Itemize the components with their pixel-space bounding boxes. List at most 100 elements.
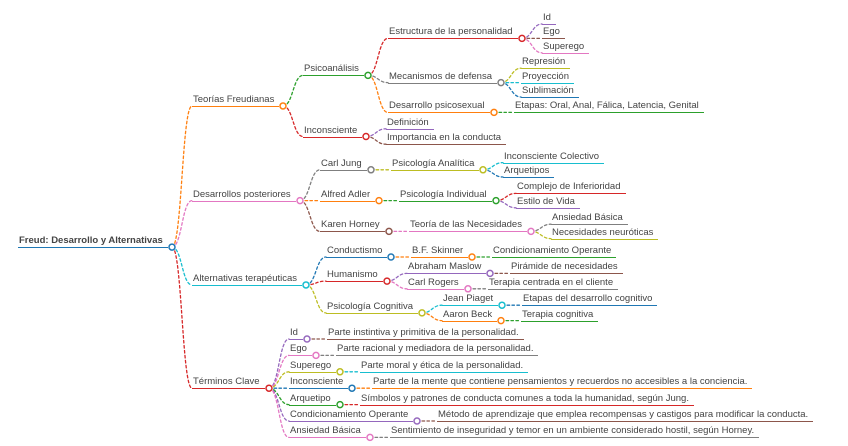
toggle-circle-freud-desarrollo-y-alternativas[interactable] <box>168 243 176 251</box>
node-label-estructura-de-la-personalidad: Estructura de la personalidad <box>388 26 518 40</box>
node-label-desarrollo-psicosexual: Desarrollo psicosexual <box>388 100 490 114</box>
toggle-circle-condicionamiento-operante[interactable] <box>413 417 421 425</box>
toggle-circle-inconsciente[interactable] <box>362 132 370 141</box>
node-label-carl-rogers: Carl Rogers <box>407 277 464 290</box>
node-label-terapia-centrada-en-el-cliente: Terapia centrada en el cliente <box>488 277 619 290</box>
toggle-circle-inconsciente[interactable] <box>348 384 356 392</box>
toggle-circle-carl-rogers[interactable] <box>464 285 472 293</box>
node-label-inconsciente: Inconsciente <box>289 376 349 390</box>
link-desarrollos-posteriores-karen-horney <box>299 199 321 233</box>
node-label-sublimacion: Sublimación <box>521 85 579 98</box>
toggle-circle-psicoanalisis[interactable] <box>364 71 372 80</box>
toggle-circle-alfred-adler[interactable] <box>375 196 383 205</box>
link-terminos-clave-ego <box>268 354 290 389</box>
node-label-superego: Superego <box>289 360 337 373</box>
node-label-superego: Superego <box>542 41 590 54</box>
node-label-karen-horney: Karen Horney <box>320 219 385 233</box>
node-label-piramide-de-necesidades: Pirámide de necesidades <box>510 261 623 275</box>
node-label-arquetipos: Arquetipos <box>503 165 555 178</box>
node-label-terminos-clave: Términos Clave <box>192 376 265 390</box>
node-label-condicionamiento-operante: Condicionamiento Operante <box>492 245 617 258</box>
node-label-alternativas-terapeuticas: Alternativas terapéuticas <box>192 273 303 286</box>
node-label-abraham-maslow: Abraham Maslow <box>407 261 487 275</box>
node-label-inconsciente: Inconsciente <box>303 125 363 138</box>
toggle-circle-ego[interactable] <box>312 351 320 360</box>
toggle-circle-conductismo[interactable] <box>387 253 395 261</box>
node-label-jean-piaget: Jean Piaget <box>442 293 499 307</box>
link-terminos-clave-superego <box>268 371 290 389</box>
toggle-circle-teorias-freudianas[interactable] <box>279 102 287 110</box>
toggle-circle-teoria-de-las-necesidades[interactable] <box>527 227 535 236</box>
node-label-desarrollos-posteriores: Desarrollos posteriores <box>192 189 296 202</box>
node-label-simbolos-y-patrones-de-conducta-comunes-a-toda-la-humanidad-segun-jung: Símbolos y patrones de conducta comunes … <box>360 393 694 406</box>
node-label-b-f-skinner: B.F. Skinner <box>411 245 469 258</box>
node-label-conductismo: Conductismo <box>326 245 388 258</box>
node-label-necesidades-neuroticas: Necesidades neuróticas <box>551 227 659 240</box>
node-label-teoria-de-las-necesidades: Teoría de las Necesidades <box>409 219 527 233</box>
node-label-id: Id <box>289 327 303 340</box>
toggle-circle-psicologia-analitica[interactable] <box>479 166 487 174</box>
node-label-psicologia-cognitiva: Psicología Cognitiva <box>326 301 419 314</box>
link-alternativas-terapeuticas-psicologia-cognitiva <box>305 284 327 314</box>
toggle-circle-b-f-skinner[interactable] <box>468 253 476 261</box>
node-label-alfred-adler: Alfred Adler <box>320 189 376 202</box>
toggle-circle-psicologia-cognitiva[interactable] <box>418 309 426 317</box>
node-label-parte-de-la-mente-que-contiene-pensamientos-y-recuerdos-no-accesibles-a-la-conciencia: Parte de la mente que contiene pensamien… <box>372 376 753 390</box>
node-label-carl-jung: Carl Jung <box>320 158 367 171</box>
node-label-etapas-oral-anal-falica-latencia-genital: Etapas: Oral, Anal, Fálica, Latencia, Ge… <box>514 100 704 114</box>
node-label-arquetipo: Arquetipo <box>289 393 336 406</box>
link-teorias-freudianas-psicoanalisis <box>282 74 304 107</box>
toggle-circle-estructura-de-la-personalidad[interactable] <box>518 34 526 43</box>
node-label-condicionamiento-operante: Condicionamiento Operante <box>289 409 414 422</box>
node-label-represion: Represión <box>521 56 571 70</box>
node-label-psicoanalisis: Psicoanálisis <box>303 63 364 77</box>
toggle-circle-karen-horney[interactable] <box>385 227 393 236</box>
toggle-circle-abraham-maslow[interactable] <box>486 269 494 278</box>
node-label-sentimiento-de-inseguridad-y-temor-en-un-ambiente-considerado-hostil-segun-horney: Sentimiento de inseguridad y temor en un… <box>390 425 760 439</box>
toggle-circle-arquetipo[interactable] <box>336 400 344 409</box>
toggle-circle-jean-piaget[interactable] <box>498 301 506 309</box>
toggle-circle-ansiedad-basica[interactable] <box>366 433 374 442</box>
toggle-circle-desarrollo-psicosexual[interactable] <box>490 108 498 117</box>
link-terminos-clave-arquetipo <box>268 387 290 406</box>
node-label-ansiedad-basica: Ansiedad Básica <box>289 425 366 439</box>
toggle-circle-id[interactable] <box>303 335 311 343</box>
link-freud-desarrollo-y-alternativas-teorias-freudianas <box>171 105 193 248</box>
toggle-circle-mecanismos-de-defensa[interactable] <box>497 78 505 87</box>
toggle-circle-alternativas-terapeuticas[interactable] <box>302 281 310 289</box>
node-label-ansiedad-basica: Ansiedad Básica <box>551 212 628 226</box>
link-psicoanalisis-desarrollo-psicosexual <box>367 74 389 114</box>
link-desarrollos-posteriores-carl-jung <box>299 169 321 202</box>
node-label-complejo-de-inferioridad: Complejo de Inferioridad <box>516 181 626 195</box>
node-label-etapas-del-desarrollo-cognitivo: Etapas del desarrollo cognitivo <box>522 293 658 307</box>
node-label-freud-desarrollo-y-alternativas: Freud: Desarrollo y Alternativas <box>18 235 168 249</box>
node-label-humanismo: Humanismo <box>326 269 383 283</box>
node-label-psicologia-individual: Psicología Individual <box>399 189 492 202</box>
toggle-circle-aaron-beck[interactable] <box>497 316 505 325</box>
node-label-inconsciente-colectivo: Inconsciente Colectivo <box>503 151 605 164</box>
node-label-ego: Ego <box>542 26 565 40</box>
node-label-psicologia-analitica: Psicología Analítica <box>391 158 480 171</box>
toggle-circle-superego[interactable] <box>336 368 344 376</box>
node-label-aaron-beck: Aaron Beck <box>442 309 498 322</box>
node-label-terapia-cognitiva: Terapia cognitiva <box>521 309 599 322</box>
node-label-ego: Ego <box>289 343 312 357</box>
node-label-definicion: Definición <box>386 117 434 130</box>
node-label-id: Id <box>542 12 556 25</box>
toggle-circle-humanismo[interactable] <box>383 277 391 285</box>
toggle-circle-psicologia-individual[interactable] <box>492 196 500 205</box>
toggle-circle-terminos-clave[interactable] <box>265 384 273 392</box>
node-label-parte-instintiva-y-primitiva-de-la-personalidad: Parte instintiva y primitiva de la perso… <box>327 327 524 340</box>
node-label-importancia-en-la-conducta: Importancia en la conducta <box>386 132 507 146</box>
toggle-circle-desarrollos-posteriores[interactable] <box>296 196 304 205</box>
node-label-parte-moral-y-etica-de-la-personalidad: Parte moral y ética de la personalidad. <box>360 360 529 373</box>
toggle-circle-carl-jung[interactable] <box>367 166 375 174</box>
node-label-proyeccion: Proyección <box>521 71 574 84</box>
node-label-estilo-de-vida: Estilo de Vida <box>516 196 580 209</box>
link-teorias-freudianas-inconsciente <box>282 105 304 138</box>
node-label-parte-racional-y-mediadora-de-la-personalidad: Parte racional y mediadora de la persona… <box>336 343 539 357</box>
link-freud-desarrollo-y-alternativas-desarrollos-posteriores <box>171 199 193 248</box>
node-label-mecanismos-de-defensa: Mecanismos de defensa <box>388 71 497 84</box>
